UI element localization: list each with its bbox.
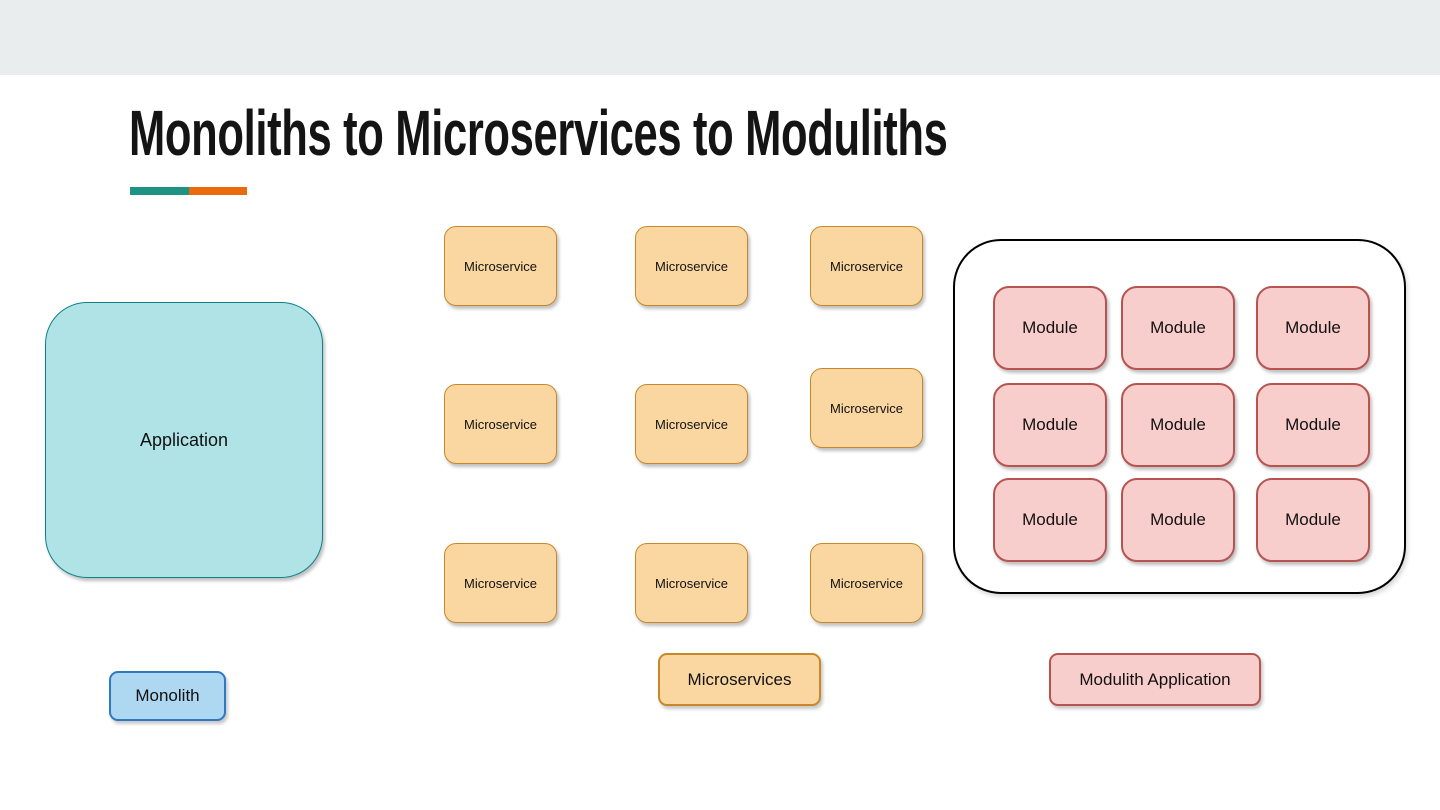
module-label: Module (1150, 415, 1206, 434)
slide-title: Monoliths to Microservices to Moduliths (129, 97, 948, 169)
top-band (0, 0, 1440, 75)
microservice-box: Microservice (635, 384, 748, 464)
module-box: Module (1121, 383, 1235, 467)
module-label: Module (1285, 318, 1341, 337)
microservices-caption-box: Microservices (658, 653, 821, 706)
microservice-box: Microservice (810, 543, 923, 623)
modulith-caption-label: Modulith Application (1079, 669, 1231, 689)
module-box: Module (1256, 286, 1370, 370)
application-box: Application (45, 302, 323, 578)
module-label: Module (1285, 510, 1341, 529)
module-label: Module (1022, 318, 1078, 337)
module-label: Module (1022, 510, 1078, 529)
microservice-box: Microservice (444, 226, 557, 306)
module-box: Module (1256, 383, 1370, 467)
microservice-box: Microservice (810, 226, 923, 306)
microservice-box: Microservice (635, 543, 748, 623)
microservice-label: Microservice (830, 575, 903, 591)
module-box: Module (993, 478, 1107, 562)
microservice-box: Microservice (810, 368, 923, 448)
microservice-box: Microservice (635, 226, 748, 306)
module-box: Module (1121, 478, 1235, 562)
title-accent-bar (130, 187, 247, 195)
microservices-caption-label: Microservices (687, 669, 792, 689)
microservice-label: Microservice (655, 575, 728, 591)
module-label: Module (1285, 415, 1341, 434)
microservice-label: Microservice (464, 416, 537, 432)
microservice-label: Microservice (655, 258, 728, 274)
microservice-label: Microservice (464, 575, 537, 591)
module-label: Module (1150, 510, 1206, 529)
module-box: Module (993, 286, 1107, 370)
microservice-box: Microservice (444, 543, 557, 623)
microservice-label: Microservice (655, 416, 728, 432)
accent-orange-segment (189, 187, 247, 195)
module-box: Module (993, 383, 1107, 467)
module-label: Module (1150, 318, 1206, 337)
microservice-box: Microservice (444, 384, 557, 464)
modulith-caption-box: Modulith Application (1049, 653, 1261, 706)
module-box: Module (1121, 286, 1235, 370)
microservice-label: Microservice (830, 400, 903, 416)
module-box: Module (1256, 478, 1370, 562)
application-label: Application (139, 429, 229, 450)
monolith-caption-box: Monolith (109, 671, 226, 721)
microservice-label: Microservice (830, 258, 903, 274)
module-label: Module (1022, 415, 1078, 434)
accent-teal-segment (130, 187, 189, 195)
microservice-label: Microservice (464, 258, 537, 274)
monolith-caption-label: Monolith (135, 686, 200, 705)
